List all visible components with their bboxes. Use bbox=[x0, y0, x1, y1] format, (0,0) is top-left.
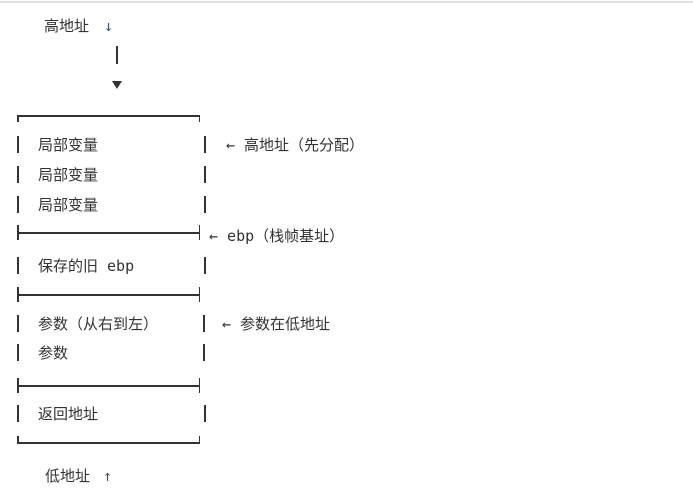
cell-pipe-right bbox=[204, 196, 206, 213]
divider-tick-left bbox=[17, 287, 19, 302]
flow-arrowhead-icon bbox=[112, 81, 122, 89]
flow-line bbox=[116, 46, 118, 64]
annotation-ebp: ← ebp（栈帧基址） bbox=[209, 227, 345, 245]
cell-pipe-left bbox=[17, 344, 19, 361]
annotation-params: ← 参数在低地址 bbox=[222, 315, 331, 333]
divider-tick-right bbox=[198, 225, 200, 240]
cell-pipe-left bbox=[17, 136, 19, 153]
box-corner-top-left bbox=[17, 115, 19, 122]
cell-pipe-right bbox=[203, 344, 205, 361]
divider-tick-right bbox=[198, 378, 200, 393]
box-divider bbox=[17, 294, 200, 296]
cell-saved-old-ebp: 保存的旧 ebp bbox=[38, 257, 135, 275]
box-border-top bbox=[17, 115, 200, 117]
divider-tick-right bbox=[198, 287, 200, 302]
up-arrow-icon: ↑ bbox=[103, 467, 113, 485]
box-corner-bottom-left bbox=[17, 436, 19, 443]
box-divider-ebp bbox=[17, 232, 200, 234]
cell-param: 参数 bbox=[38, 344, 69, 362]
box-corner-top-right bbox=[198, 115, 200, 122]
cell-pipe-right bbox=[204, 405, 206, 422]
cell-local-var-2: 局部变量 bbox=[38, 166, 99, 184]
cell-pipe-left bbox=[17, 166, 19, 183]
cell-pipe-left bbox=[17, 196, 19, 213]
cell-pipe-left bbox=[17, 405, 19, 422]
cell-local-var-3: 局部变量 bbox=[38, 196, 99, 214]
cell-pipe-right bbox=[204, 136, 206, 153]
high-address-label: 高地址 ↓ bbox=[44, 18, 113, 35]
divider-tick-left bbox=[17, 225, 19, 240]
cell-local-var-1: 局部变量 bbox=[38, 136, 99, 154]
annotation-high-address: ← 高地址（先分配） bbox=[226, 136, 365, 154]
high-address-text: 高地址 bbox=[44, 17, 90, 35]
cell-pipe-right bbox=[204, 257, 206, 274]
cell-pipe-left bbox=[17, 257, 19, 274]
box-border-bottom bbox=[17, 442, 200, 444]
cell-pipe-right bbox=[203, 315, 205, 332]
cell-pipe-right bbox=[204, 166, 206, 183]
box-divider bbox=[17, 385, 200, 387]
cell-param-right-to-left: 参数（从右到左） bbox=[38, 315, 159, 333]
cell-return-address: 返回地址 bbox=[38, 405, 99, 423]
low-address-text: 低地址 bbox=[45, 467, 91, 485]
page-top-divider bbox=[0, 1, 693, 3]
down-arrow-icon: ↓ bbox=[104, 17, 114, 35]
divider-tick-left bbox=[17, 378, 19, 393]
box-corner-bottom-right bbox=[198, 436, 200, 443]
cell-pipe-left bbox=[17, 315, 19, 332]
low-address-label: 低地址 ↑ bbox=[45, 468, 112, 485]
